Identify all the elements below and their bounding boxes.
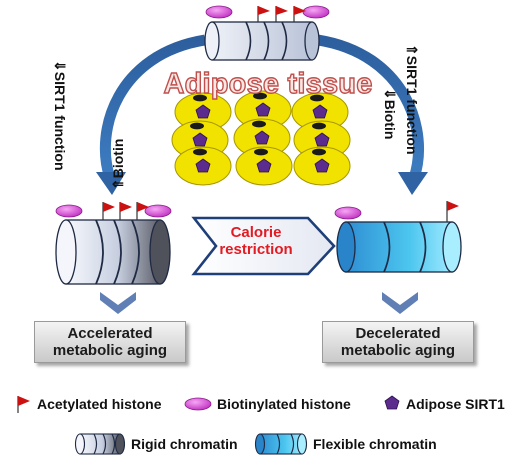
biotin-oval [334,206,362,220]
decelerated-aging-line2: metabolic aging [340,342,456,359]
adipocyte [233,118,291,158]
right-flexible-chromatin [334,201,462,273]
diagram-title: Adipose tissue [163,67,373,100]
calorie-restriction-label: Calorie restriction [216,224,296,258]
top-chromatin [204,5,330,61]
biotin-oval [144,204,172,218]
legend-sirt1-icon [384,395,400,410]
legend-rigid-icon [74,433,126,455]
accelerated-aging-line2: metabolic aging [52,342,168,359]
biotin-oval [55,204,83,218]
accelerated-aging-box: Accelerated metabolic aging [34,321,186,363]
acetyl-flag [293,6,306,22]
acetyl-flag [257,6,270,22]
acetyl-flag [119,202,132,220]
adipocyte [174,146,232,186]
left-curved-arrow [96,34,206,195]
right-curved-arrow [317,34,428,195]
right-arrow-label-biotin: ⇓Biotin [382,88,398,140]
legend-rigid-label: Rigid chromatin [131,436,238,452]
legend-biotinylated-label: Biotinylated histone [217,396,351,412]
left-arrow-label-sirt1: ⇓SIRT1 function [52,60,68,171]
legend-acetylated-label: Acetylated histone [37,396,162,412]
right-down-arrow [382,292,418,314]
biotin-oval [302,5,330,19]
acetyl-flag [102,202,115,220]
adipocyte [291,92,349,132]
adipocyte-cluster [171,90,351,186]
acetyl-flag [275,6,288,22]
calorie-restriction-arrow [191,216,336,276]
left-rigid-chromatin [55,202,172,285]
adipocyte [293,146,351,186]
adipocyte [174,92,232,132]
decelerated-aging-box: Decelerated metabolic aging [322,321,474,363]
decelerated-aging-line1: Decelerated [355,325,441,342]
adipocyte [235,146,293,186]
right-arrow-label-sirt1: ⇑SIRT1 function [404,44,420,155]
acetyl-flag [446,201,459,222]
calorie-restriction-line1: Calorie [230,224,282,241]
accelerated-aging-line1: Accelerated [67,325,153,342]
left-down-arrow [100,292,136,314]
left-arrow-label-biotin: ⇑Biotin [110,138,126,190]
biotin-oval [205,5,233,19]
calorie-restriction-line2: restriction [219,241,293,258]
legend-biotin-icon [184,397,212,411]
legend-flexible-icon [254,433,308,455]
adipocyte [234,90,292,130]
legend-sirt1-label: Adipose SIRT1 [406,396,505,412]
legend-acetyl-icon [17,396,30,413]
legend-flexible-label: Flexible chromatin [313,436,437,452]
acetyl-flag [136,202,149,220]
